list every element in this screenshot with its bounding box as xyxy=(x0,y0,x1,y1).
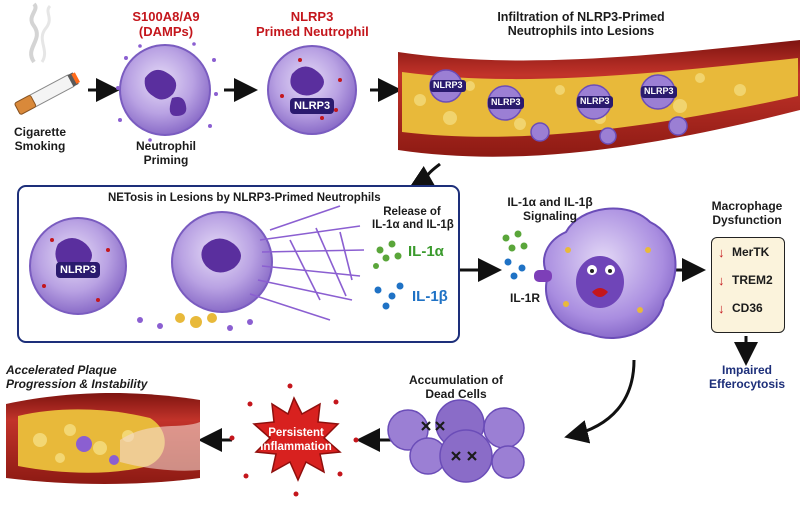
cigarette-icon xyxy=(14,2,81,115)
infiltration-title-line1: Infiltration of NLRP3-Primed xyxy=(497,10,665,24)
inflammation-line2: Inflammation xyxy=(260,440,332,453)
s100a8-title-line1: S100A8/A9 xyxy=(132,9,200,24)
infiltration-title-line2: Neutrophils into Lesions xyxy=(507,24,655,39)
outcome-line1: Impaired xyxy=(721,363,772,377)
dead-cells-title: Accumulation of Dead Cells xyxy=(400,373,512,402)
marker-row-trem2: ↓ TREM2 xyxy=(712,266,784,294)
infiltration-title: Infiltration of NLRP3-Primed Neutrophils… xyxy=(476,10,686,39)
outcome-line2: Efferocytosis xyxy=(708,376,786,391)
priming-caption-line2: Priming xyxy=(143,152,189,167)
down-arrow-icon: ↓ xyxy=(718,300,725,316)
s100a8-title: S100A8/A9 (DAMPs) xyxy=(122,9,210,40)
macrophage-title-line1: Macrophage xyxy=(711,199,783,213)
priming-caption-line1: Neutrophil xyxy=(136,139,196,153)
il1a-label: IL-1α xyxy=(408,243,444,260)
dead-cell-icon xyxy=(387,399,525,483)
marker-row-cd36: ↓ CD36 xyxy=(712,294,784,322)
macrophage-title-line2: Dysfunction xyxy=(712,212,782,227)
primed-title-line1: NLRP3 xyxy=(290,9,334,24)
primed-neutrophil-icon xyxy=(267,45,357,135)
plaque-vessel-icon xyxy=(6,393,200,484)
marker-label: TREM2 xyxy=(732,273,773,287)
il1a-molecules-icon xyxy=(373,240,402,269)
cigarette-label-line2: Smoking xyxy=(14,138,66,153)
signaling-title-line1: IL-1α and IL-1β xyxy=(507,195,593,209)
vessel-nlrp3-badge-3: NLRP3 xyxy=(577,96,613,108)
inflammation-line1: Persistent xyxy=(268,427,324,439)
dysfunction-marker-box: ↓ MerTK ↓ TREM2 ↓ CD36 xyxy=(711,237,785,333)
nlrp3-badge: NLRP3 xyxy=(290,98,335,115)
inflammation-burst-icon xyxy=(229,383,359,497)
release-line2: IL-1α and IL-1β xyxy=(372,219,454,232)
down-arrow-icon: ↓ xyxy=(718,244,725,260)
dead-cells-line2: Dead Cells xyxy=(425,386,487,401)
plaque-title-line2: Progression & Instability xyxy=(6,376,148,391)
macrophage-icon xyxy=(534,207,677,339)
il1b-label: IL-1β xyxy=(412,288,448,305)
macrophage-dysfunction-title: Macrophage Dysfunction xyxy=(700,199,794,228)
signaling-title: IL-1α and IL-1β Signaling xyxy=(494,195,606,224)
signaling-title-line2: Signaling xyxy=(523,208,577,223)
plaque-title-line1: Accelerated Plaque xyxy=(6,363,117,377)
primed-neutrophil-title: NLRP3 Primed Neutrophil xyxy=(256,9,369,40)
marker-label: CD36 xyxy=(732,301,763,315)
il1b-molecules-icon xyxy=(374,282,404,310)
primed-title-line2: Primed Neutrophil xyxy=(256,23,369,39)
marker-row-mertk: ↓ MerTK xyxy=(712,238,784,266)
neutrophil-icon xyxy=(116,42,218,142)
vessel-nlrp3-badge-4: NLRP3 xyxy=(641,86,677,98)
dead-cells-line1: Accumulation of xyxy=(408,373,503,387)
neutrophil-priming-caption: Neutrophil Priming xyxy=(128,139,204,168)
release-line1: Release of xyxy=(383,206,441,218)
s100a8-title-line2: (DAMPs) xyxy=(138,23,194,39)
il1r-label: IL-1R xyxy=(510,291,540,305)
netosis-panel-title: NETosis in Lesions by NLRP3-Primed Neutr… xyxy=(108,192,381,204)
inflammation-label: Persistent Inflammation xyxy=(256,427,336,455)
marker-label: MerTK xyxy=(732,245,770,259)
net-release-icon xyxy=(137,205,365,331)
plaque-title: Accelerated Plaque Progression & Instabi… xyxy=(6,363,182,392)
impaired-efferocytosis-label: Impaired Efferocytosis xyxy=(700,363,794,392)
signaling-molecules-icon xyxy=(502,230,528,280)
netosis-nlrp3-badge: NLRP3 xyxy=(56,262,101,279)
cigarette-label-line1: Cigarette xyxy=(14,125,67,139)
vessel-nlrp3-badge-1: NLRP3 xyxy=(430,80,466,92)
vessel-nlrp3-badge-2: NLRP3 xyxy=(488,97,524,109)
release-label: Release of IL-1α and IL-1β xyxy=(372,206,454,232)
cigarette-label: Cigarette Smoking xyxy=(14,125,67,154)
down-arrow-icon: ↓ xyxy=(718,272,725,288)
